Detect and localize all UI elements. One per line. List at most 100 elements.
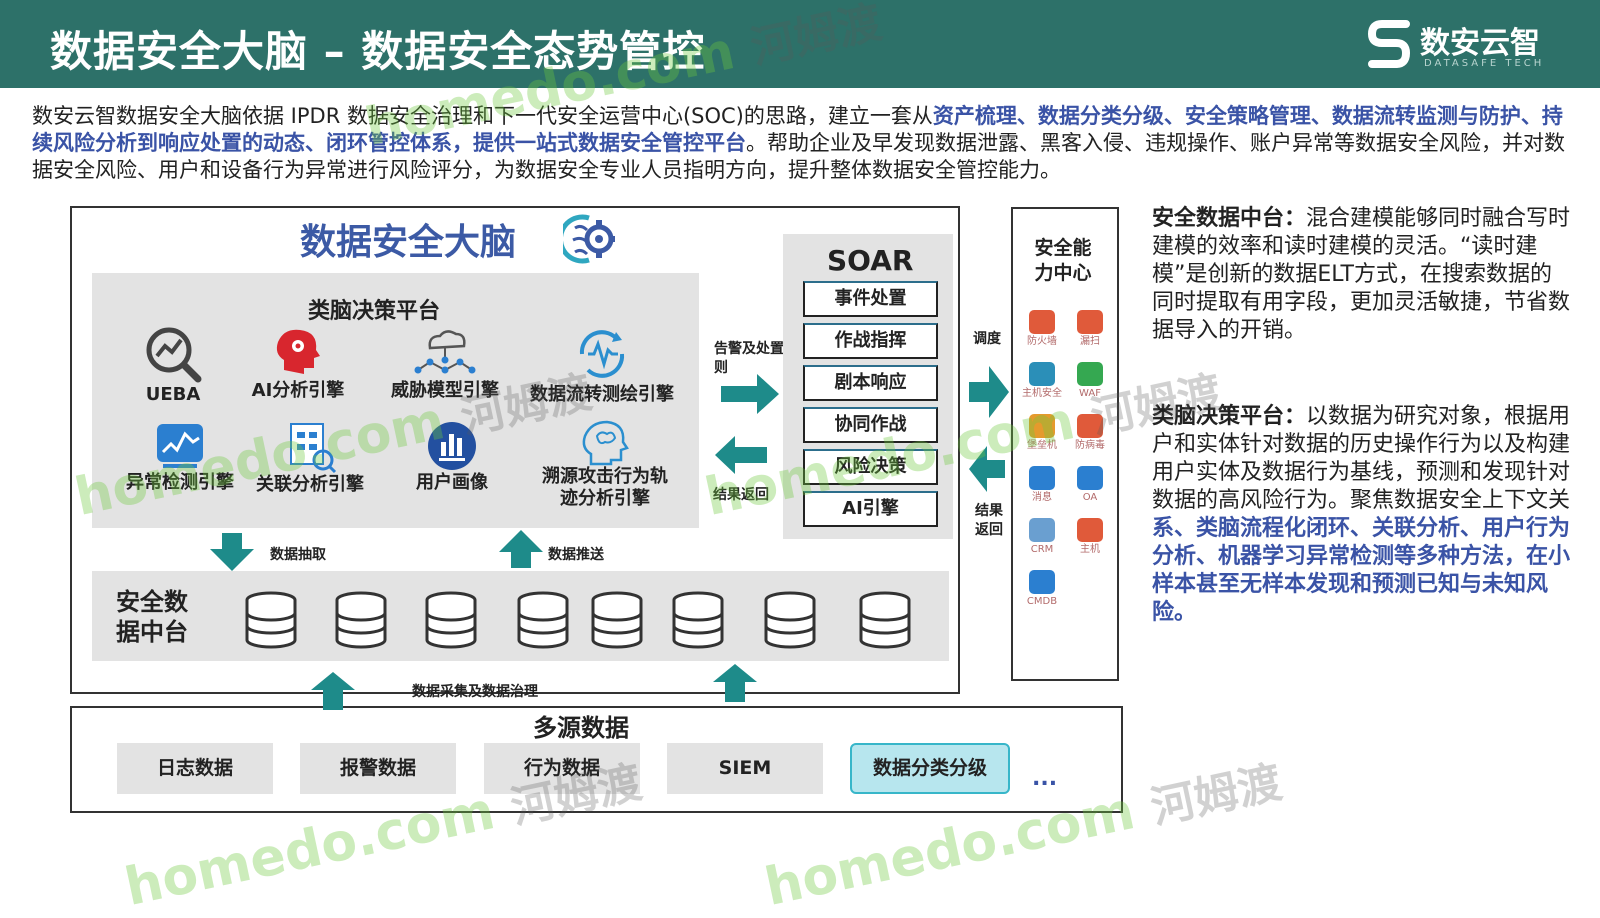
capability-item[interactable]: 主机 (1068, 518, 1112, 556)
engine-label: UEBA (145, 384, 201, 405)
result-arrow-left-icon (715, 436, 767, 474)
more-sources-ellipsis: ... (1032, 766, 1058, 791)
engine-association-analysis[interactable]: 关联分析引擎 (250, 420, 370, 496)
engine-label: 数据流转测绘引擎 (530, 384, 674, 405)
engine-label: 关联分析引擎 (256, 474, 364, 495)
data-center-desc-body: 混合建模能够同时融合写时建模的效率和读时建模的灵活。“读时建模”是创新的数据EL… (1152, 206, 1571, 343)
capability-item-label: 防病毒 (1075, 440, 1105, 451)
database-icon (335, 591, 387, 649)
capability-item-icon (1077, 414, 1103, 438)
database-icon (591, 591, 643, 649)
engine-label: AI分析引擎 (251, 380, 345, 401)
capability-item[interactable]: 主机安全 (1020, 362, 1064, 400)
database-icon (245, 591, 297, 649)
engine-label-line1: 溯源攻击行为轨 (542, 466, 668, 487)
database-icon (425, 591, 477, 649)
capability-item[interactable]: 漏扫 (1068, 310, 1112, 348)
platform-title: 类脑决策平台 (308, 299, 441, 324)
engine-label: 用户画像 (416, 472, 488, 493)
decision-platform-panel (92, 273, 699, 528)
capability-item[interactable]: 堡垒机 (1020, 414, 1064, 452)
capability-item-icon (1077, 518, 1103, 542)
capability-item[interactable]: 防火墙 (1020, 310, 1064, 348)
capability-title-line1: 安全能 (1034, 237, 1092, 259)
intro-text-a: 数安云智数据安全大脑依据 IPDR 数据安全治理和下一代安全运营中心(SOC)的… (32, 104, 933, 128)
data-push-label: 数据推送 (548, 547, 604, 563)
platform-desc-highlight: 系、类脑流程化闭环、关联分析、用户行为分析、机器学习异常检测等多种方法，在小样本… (1152, 516, 1571, 625)
soar-item-ai-engine[interactable]: AI引擎 (803, 491, 938, 527)
capability-item-icon (1077, 362, 1103, 386)
data-center-desc-title: 安全数据中台： (1152, 206, 1307, 231)
dispatch-label: 调度 (973, 331, 1001, 347)
association-icon (290, 423, 337, 474)
engine-attack-tracing[interactable]: 溯源攻击行为轨 迹分析引擎 (530, 418, 680, 510)
logo-name: 数安云智 (1420, 26, 1540, 61)
capability-item[interactable]: 防病毒 (1068, 414, 1112, 452)
engine-user-profile[interactable]: 用户画像 (402, 420, 502, 494)
capability-item[interactable]: CMDB (1020, 570, 1064, 608)
soar-title: SOAR (827, 244, 914, 277)
engine-threat-model[interactable]: 威胁模型引擎 (380, 324, 510, 402)
dispatch-result-line1: 结果 (975, 503, 1003, 519)
dispatch-arrow-right-icon (969, 366, 1009, 418)
database-icon (672, 591, 724, 649)
data-push-arrow-icon (499, 530, 543, 568)
engine-ueba[interactable]: UEBA (128, 324, 218, 406)
logo-subtitle: DATASAFE TECH (1424, 58, 1545, 69)
database-icon (517, 591, 569, 649)
collect-label: 数据采集及数据治理 (412, 684, 538, 700)
result-return-label: 结果返回 (713, 487, 769, 503)
soar-item-risk-decision[interactable]: 风险决策 (803, 449, 938, 485)
capability-item[interactable]: WAF (1068, 362, 1112, 400)
header-bar: 数据安全大脑 – 数据安全态势管控 数安云智 DATASAFE TECH (0, 0, 1600, 88)
brain-head-icon (582, 420, 629, 466)
anomaly-chart-icon (157, 424, 203, 468)
capability-item[interactable]: OA (1068, 466, 1112, 504)
capability-item-label: 防火墙 (1027, 336, 1057, 347)
capability-item[interactable]: 消息 (1020, 466, 1064, 504)
capability-item-label: CMDB (1026, 596, 1058, 607)
engine-anomaly-detection[interactable]: 异常检测引擎 (120, 420, 240, 494)
dispatch-result-line2: 返回 (975, 522, 1003, 538)
platform-description: 类脑决策平台：以数据为研究对象，根据用户和实体针对数据的历史操作行为以及构建用户… (1152, 403, 1572, 627)
soar-item-cooperation[interactable]: 协同作战 (803, 407, 938, 443)
soar-item-incident[interactable]: 事件处置 (803, 281, 938, 317)
alert-label-line2: 则 (714, 360, 728, 376)
capability-item-label: WAF (1079, 388, 1101, 399)
capability-item[interactable]: CRM (1020, 518, 1064, 556)
brain-gear-icon (563, 214, 615, 264)
source-behavior-data[interactable]: 行为数据 (484, 743, 640, 794)
source-log-data[interactable]: 日志数据 (117, 743, 273, 794)
capability-item-icon (1029, 466, 1055, 490)
source-alarm-data[interactable]: 报警数据 (300, 743, 456, 794)
company-logo: 数安云智 DATASAFE TECH (1368, 14, 1568, 76)
waveform-cycle-icon (579, 330, 625, 378)
engine-ai-analysis[interactable]: AI分析引擎 (238, 324, 358, 402)
dispatch-result-label: 结果 返回 (975, 502, 1003, 540)
soar-item-playbook[interactable]: 剧本响应 (803, 365, 938, 401)
platform-desc-body: 以数据为研究对象，根据用户和实体针对数据的历史操作行为以及构建用户实体及数据行为… (1152, 404, 1571, 513)
data-extract-label: 数据抽取 (270, 547, 326, 563)
source-data-classification[interactable]: 数据分类分级 (850, 743, 1010, 794)
capability-item-label: 消息 (1032, 492, 1052, 503)
collect-arrow-right-icon (713, 664, 757, 702)
cloud-network-icon (414, 330, 476, 374)
capability-item-label: 漏扫 (1080, 336, 1100, 347)
capability-title-line2: 力中心 (1034, 262, 1092, 284)
capability-item-icon (1029, 310, 1055, 334)
multi-source-panel (70, 706, 1123, 813)
data-center-title: 安全数 据中台 (116, 587, 196, 647)
database-icon (859, 591, 911, 649)
data-center-title-line2: 据中台 (116, 618, 188, 646)
intro-paragraph: 数安云智数据安全大脑依据 IPDR 数据安全治理和下一代安全运营中心(SOC)的… (32, 103, 1572, 184)
capability-item-icon (1029, 570, 1055, 594)
capability-item-icon (1029, 414, 1055, 438)
alert-label: 告警及处置 则 (714, 340, 784, 378)
logo-s-icon (1368, 20, 1411, 68)
capability-item-label: 堡垒机 (1027, 440, 1057, 451)
soar-item-command[interactable]: 作战指挥 (803, 323, 938, 359)
intro-text-b: 。帮助企业及早发现数据泄露、黑客入侵、违规操作、账户异常等数据安全风险，并对数据… (32, 131, 1565, 182)
source-siem[interactable]: SIEM (667, 743, 823, 794)
engine-data-flow-mapping[interactable]: 数据流转测绘引擎 (517, 324, 687, 406)
capability-item-label: CRM (1030, 544, 1054, 555)
